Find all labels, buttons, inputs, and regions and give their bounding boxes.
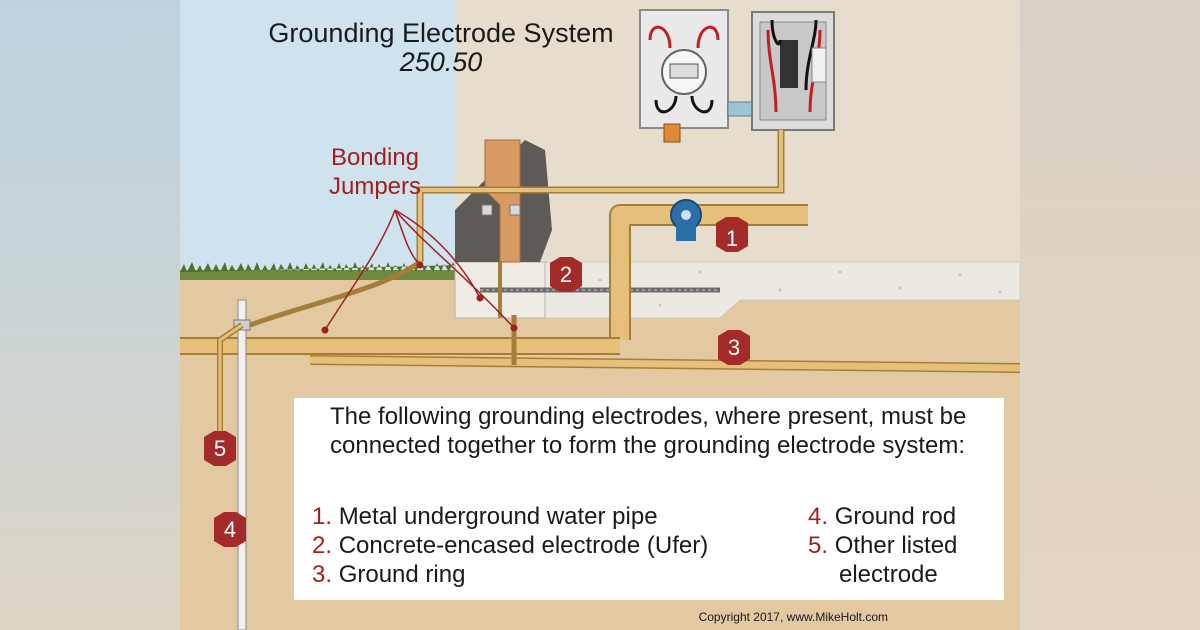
marker-4: 4	[214, 512, 246, 547]
ground-rod	[237, 299, 247, 630]
listed-electrode-conductor	[218, 323, 243, 460]
marker-1: 1	[716, 217, 748, 252]
grounding-diagram: 1 2 3 5 4 Grounding Electrode System 250…	[180, 0, 1020, 630]
ring-conductor	[309, 356, 1020, 372]
code-reference: 250.50	[399, 47, 483, 77]
item-number: 2.	[312, 532, 333, 559]
marker-5: 5	[204, 431, 236, 466]
sky	[180, 0, 455, 272]
bonding-label-line-1: Bonding	[330, 144, 420, 171]
item-number: 3.	[312, 561, 333, 588]
bonding-label-line-2: Jumpers	[328, 173, 422, 200]
list-item: electrode	[808, 560, 1008, 589]
item-label: Other listed	[834, 532, 958, 559]
intro-text: The following grounding electrodes, wher…	[330, 403, 967, 459]
marker-3-label: 3	[728, 335, 740, 360]
marker-3: 3	[718, 330, 750, 365]
item-number: 4.	[808, 503, 829, 530]
list-item: 5. Other listed	[808, 531, 1008, 560]
right-background-panel	[1020, 0, 1200, 630]
valve-hub	[681, 210, 691, 220]
clamp	[509, 204, 521, 216]
bonding-conductor	[249, 259, 422, 328]
electrode-list-left: 1. Metal underground water pipe 2. Concr…	[312, 502, 792, 589]
marker-2-label: 2	[560, 262, 572, 287]
electrode-info-box: The following grounding electrodes, wher…	[294, 398, 1004, 600]
list-item: 3. Ground ring	[312, 560, 792, 589]
clamp	[481, 204, 493, 216]
item-label: electrode	[839, 561, 938, 588]
electrode-list-right: 4. Ground rod 5. Other listed electrode	[808, 502, 1008, 589]
item-number: 5.	[808, 532, 829, 559]
marker-5-label: 5	[214, 436, 226, 461]
jumper-dots	[321, 261, 518, 334]
water-pipe	[611, 206, 808, 340]
list-item: 1. Metal underground water pipe	[312, 502, 792, 531]
item-label: Metal underground water pipe	[338, 503, 658, 530]
valve-body	[676, 225, 696, 241]
bonding-jumpers-label: Bonding Jumpers	[310, 143, 440, 201]
left-background-panel	[0, 0, 180, 630]
item-label: Ground ring	[338, 561, 466, 588]
list-item: 4. Ground rod	[808, 502, 1008, 531]
item-number: 1.	[312, 503, 333, 530]
marker-1-label: 1	[726, 226, 738, 251]
grass-blades	[180, 262, 461, 272]
meter-enclosure	[639, 9, 729, 143]
item-label: Ground rod	[834, 503, 957, 530]
copyright-notice: Copyright 2017, www.MikeHolt.com	[698, 610, 888, 624]
marker-4-label: 4	[224, 517, 236, 542]
diagram-title: Grounding Electrode System	[268, 18, 614, 48]
service-panel	[751, 11, 835, 131]
conduit-nipple	[727, 101, 753, 117]
marker-2: 2	[550, 257, 582, 292]
bonding-leader-lines	[324, 209, 515, 331]
grass	[180, 270, 470, 280]
list-item: 2. Concrete-encased electrode (Ufer)	[312, 531, 792, 560]
item-label: Concrete-encased electrode (Ufer)	[338, 532, 709, 559]
